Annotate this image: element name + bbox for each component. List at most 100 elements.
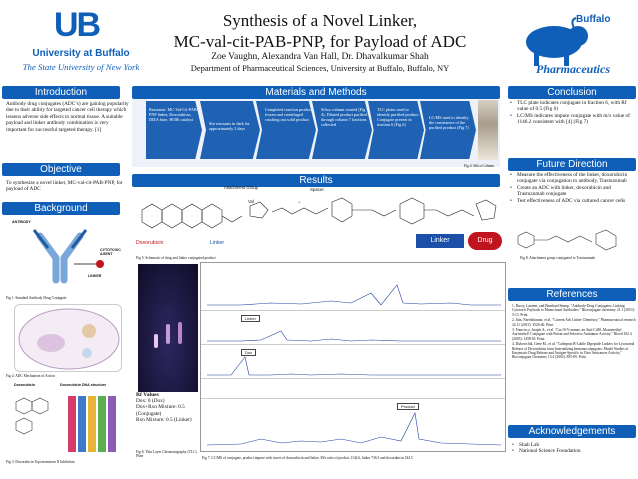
fig8-caption: Fig 8: Attachment group conjugated to Tr… <box>520 256 596 260</box>
conclusion-list: TLC plate indicates conjugate in fractio… <box>510 100 634 126</box>
logo-ub: UB University at Buffalo The State Unive… <box>6 8 156 80</box>
linker-tag: Linker <box>416 234 464 248</box>
acknowledgement-item: National Science Foundation <box>512 448 632 455</box>
rf-dox: Dox: 0 (Dox) <box>136 398 165 404</box>
references-list: 1. Ducry, Laurent, and Bernhard Stump. "… <box>512 304 636 360</box>
conclusion-item: TLC plate indicates conjugate in fractio… <box>510 100 634 113</box>
objective-header: Objective <box>2 163 120 176</box>
doxorubicin-label: Doxorubicin <box>136 240 164 246</box>
fig5-schematic: + Attachment Group Val Spacer Doxorubici… <box>132 185 504 258</box>
methods-header: Materials and Methods <box>132 86 500 99</box>
reference-item: 4. Dubowchik, Gene M., et al. "Cathepsin… <box>512 342 635 360</box>
fig1-caption: Fig 1: Standard Antibody Drug Conjugate <box>6 296 67 300</box>
rf-linker: Rxn Mixture: 0.5 (Linker) <box>136 417 192 424</box>
lcms-spectra-panel: Linker Dox Product <box>200 262 506 452</box>
tlc-plate-photo <box>138 264 198 392</box>
rf-conjugate: Dox+Rxn Mixture: 0.5 (Conjugate) <box>136 404 185 417</box>
fig1-label-cytotoxic: CYTOTOXIC AGENT <box>100 248 121 257</box>
references-header: References <box>508 288 636 301</box>
tlc-spot-linker <box>178 322 182 344</box>
future-item: Test effectiveness of ADC via cultured c… <box>510 198 634 205</box>
background-header: Background <box>2 202 120 215</box>
results-header: Results <box>132 174 500 187</box>
reference-item: 2. Jain, Nareshkumar, et al. "Current Ad… <box>512 318 636 327</box>
fig3-structures <box>8 390 128 458</box>
molecule-icon <box>517 229 617 251</box>
future-list: Measure the effectiveness of the linker,… <box>510 172 634 204</box>
acknowledgements-header: Acknowledgements <box>508 425 636 438</box>
introduction-text: Antibody drug conjugates (ADC’s) are gai… <box>6 101 129 133</box>
val-label: Val <box>248 199 254 204</box>
logo-buffalo-pharmaceutics: Buffalo Pharmaceutics <box>514 10 632 80</box>
logo-pharmaceutics-text: Pharmaceutics <box>536 62 610 76</box>
ub-subtitle: The State University of New York <box>22 62 140 72</box>
title-block: Synthesis of a Novel Linker, MC-val-cit-… <box>150 10 490 73</box>
reference-item: 3. Francisco, Joseph A., et al. "Cac10-V… <box>512 328 632 341</box>
method-step-2-text: Stir reactants in dark for approximately… <box>209 121 250 131</box>
fig7-caption: Fig 7: LC/MS of conjugate, product impur… <box>202 456 413 460</box>
rf-title: Rf Values <box>136 392 159 398</box>
tlc-spot-conjugate <box>166 324 170 344</box>
method-step-3: Completed reaction product frozen and ce… <box>256 101 316 159</box>
method-step-2: Stir reactants in dark for approximately… <box>200 101 260 159</box>
conjugate-structure-icon: + <box>141 197 497 229</box>
ub-name: University at Buffalo <box>32 48 130 59</box>
introduction-header: Introduction <box>2 86 120 99</box>
future-header: Future Direction <box>508 158 636 171</box>
fig2-caption: Fig 2: ADC Mechanism of Action <box>6 374 55 378</box>
fig5-caption: Fig 5: Schematic of drug and linker conj… <box>136 256 216 260</box>
method-step-4: Silica column created (Fig 4). Diluted p… <box>312 101 372 159</box>
conclusion-item: LC/MS indicates impure conjugate with m/… <box>510 113 634 126</box>
spectrum-trace <box>206 412 502 446</box>
future-item: Create an ADC with linker, doxorubicin a… <box>510 185 634 198</box>
reference-item: 1. Ducry, Laurent, and Bernhard Stump. "… <box>512 304 635 317</box>
spectrum-tag-linker: Linker <box>241 315 260 322</box>
method-step-3-text: Completed reaction product frozen and ce… <box>265 107 312 122</box>
fig1-adc-diagram: ANTIBODY CYTOTOXIC AGENT LINKER <box>4 218 130 294</box>
authors: Zoe Vaughn, Alexandra Van Hall, Dr. Dhav… <box>211 52 429 62</box>
logo-buffalo-text: Buffalo <box>576 14 611 25</box>
cell-icon <box>18 308 120 370</box>
poster-title-line2: MC-val-cit-PAB-PNP, for Payload of ADC <box>173 32 467 51</box>
attachment-group-label: Attachment Group <box>224 185 258 190</box>
affiliation: Department of Pharmaceutical Sciences, U… <box>190 63 450 73</box>
fig1-label-antibody: ANTIBODY <box>12 220 31 224</box>
spectrum-tag-dox: Dox <box>241 349 257 356</box>
spectrum-dox: Dox <box>201 345 505 379</box>
spectrum-tic <box>201 263 505 311</box>
molecule-icon <box>15 396 116 452</box>
tlc-spot-dox <box>154 334 158 348</box>
fig4-caption: Fig 4: Silica Column <box>464 164 495 168</box>
spectrum-blank <box>201 379 505 399</box>
fig2-mechanism-diagram <box>14 304 122 372</box>
linker-label: Linker <box>210 240 225 246</box>
spectrum-product: Product <box>201 399 505 451</box>
spacer-label: Spacer <box>310 187 324 192</box>
fig8-structure <box>512 226 632 256</box>
spectrum-trace <box>207 330 501 342</box>
method-step-1-text: Reactants: MC-Val-Cit-PAB-PNP linker, Do… <box>149 107 199 122</box>
method-step-4-text: Silica column created (Fig 4). Diluted p… <box>321 107 368 127</box>
fig6-caption: Fig 6: Thin Layer Chromatography (TLC) P… <box>136 450 197 459</box>
spectrum-tag-product: Product <box>397 403 419 410</box>
objective-text: To synthesize a novel linker, MC-val-cit… <box>6 180 123 193</box>
spectrum-linker: Linker <box>201 311 505 345</box>
fig3-caption: Fig 3: Doxorubicin Topoisomerase II Inhi… <box>6 460 75 464</box>
method-step-1: Reactants: MC-Val-Cit-PAB-PNP linker, Do… <box>146 101 202 159</box>
ub-mark: UB <box>54 6 101 44</box>
acknowledgement-item: Shah Lab <box>512 442 632 449</box>
drug-tag: Drug <box>468 232 502 250</box>
fig3-label-dna: Doxorubicin DNA structure <box>60 383 107 387</box>
method-step-5: TLC plates used to identify purified pro… <box>368 101 424 159</box>
spectrum-trace <box>207 284 501 306</box>
acknowledgements-list: Shah Lab National Science Foundation <box>512 442 632 455</box>
buffalo-icon <box>526 17 588 66</box>
spectrum-trace <box>207 356 501 376</box>
method-step-5-text: TLC plates used to identify purified pro… <box>377 107 420 127</box>
method-step-6: LC/MS used to identify the consistence o… <box>420 101 476 159</box>
future-item: Measure the effectiveness of the linker,… <box>510 172 634 185</box>
silica-column-photo <box>478 100 498 160</box>
conclusion-header: Conclusion <box>508 86 636 99</box>
fig1-label-linker: LINKER <box>88 274 102 278</box>
plus-sign: + <box>298 201 301 206</box>
